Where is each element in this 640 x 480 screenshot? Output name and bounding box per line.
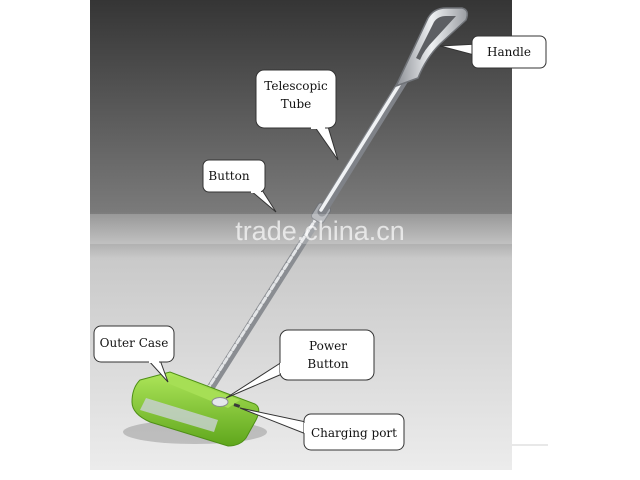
label-tube: Tube <box>281 97 312 111</box>
upper-tube-highlight <box>319 67 411 212</box>
callout-telescopic-tube: Telescopic Tube <box>255 69 339 161</box>
charging-port-socket <box>233 403 241 408</box>
label-charging-port: Charging port <box>311 426 397 440</box>
callout-outer-case: Outer Case <box>93 325 175 383</box>
handle-grip <box>394 7 469 88</box>
label-button: Button <box>208 169 249 183</box>
callout-handle: Handle <box>439 35 547 69</box>
lower-tube-highlight <box>205 209 323 392</box>
label-telescopic: Telescopic <box>264 79 328 93</box>
watermark: trade.china.cn <box>90 214 512 246</box>
label-power-button: Button <box>307 357 348 371</box>
label-handle: Handle <box>487 45 531 59</box>
power-button-knob <box>211 397 229 407</box>
sweeper-front-strip <box>140 398 218 432</box>
label-outer-case: Outer Case <box>100 336 169 350</box>
label-power: Power <box>309 339 347 353</box>
handle-grip-opening <box>416 16 456 60</box>
callout-button: Button <box>202 159 277 213</box>
sweeper-base <box>131 371 260 447</box>
callout-charging-port: Charging port <box>239 407 405 451</box>
callout-power-button: Power Button <box>225 329 375 399</box>
watermark-text: trade.china.cn <box>235 216 405 246</box>
